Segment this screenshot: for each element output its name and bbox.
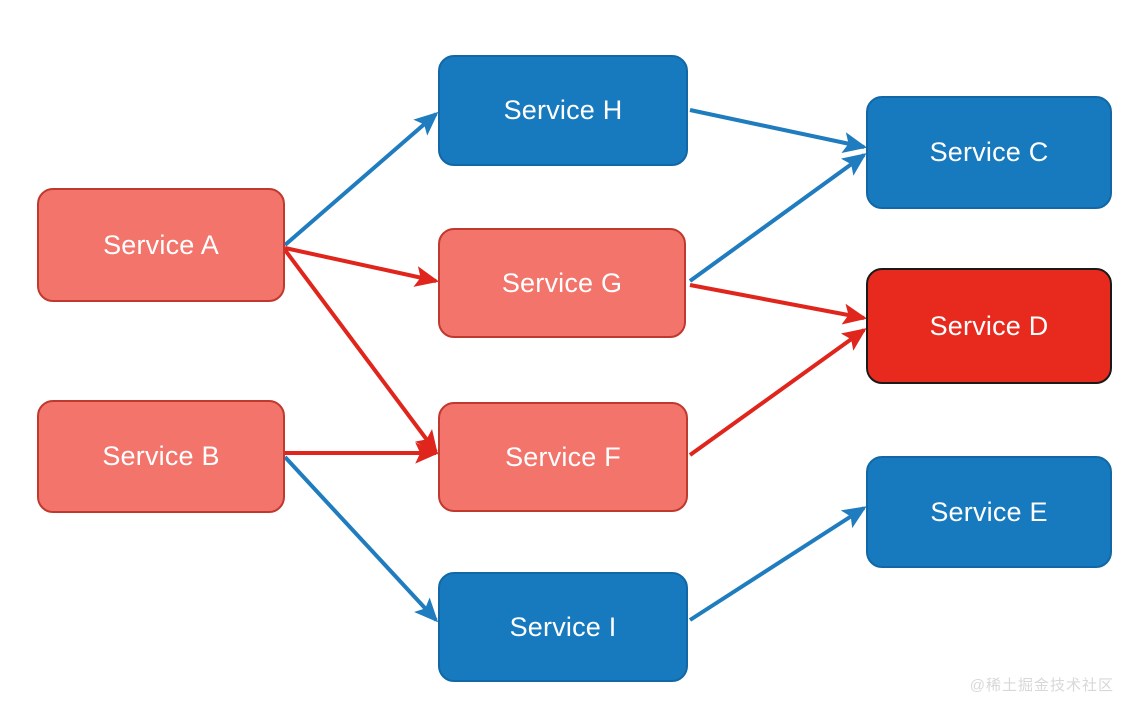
node-service-e[interactable]: Service E (866, 456, 1112, 568)
node-service-f[interactable]: Service F (438, 402, 688, 512)
node-service-d[interactable]: Service D (866, 268, 1112, 384)
edge-i-to-e (688, 506, 867, 622)
edge-f-to-d (688, 328, 867, 457)
edge-h-to-c (689, 108, 868, 154)
node-label: Service I (509, 611, 617, 642)
node-service-b[interactable]: Service B (37, 400, 285, 513)
node-label: Service H (503, 95, 623, 125)
node-service-i[interactable]: Service I (438, 572, 688, 682)
watermark: @稀土掘金技术社区 (969, 677, 1114, 694)
edge-a-to-f (283, 248, 438, 455)
node-label: Service B (102, 441, 220, 471)
node-service-c[interactable]: Service C (866, 96, 1112, 209)
edge-g-to-c (688, 153, 867, 283)
node-label: Service A (103, 229, 219, 260)
node-service-a[interactable]: Service A (37, 188, 285, 302)
node-label: Service F (505, 441, 621, 472)
node-service-g[interactable]: Service G (438, 228, 686, 338)
edge-g-to-d (689, 283, 868, 325)
node-label: Service G (501, 267, 623, 298)
node-label: Service C (929, 137, 1049, 167)
node-label: Service E (930, 496, 1048, 527)
edge-b-to-i (283, 455, 439, 623)
node-label: Service D (929, 310, 1049, 341)
node-service-h[interactable]: Service H (438, 55, 688, 166)
edge-a-to-g (284, 246, 440, 287)
edge-a-to-h (283, 111, 439, 247)
